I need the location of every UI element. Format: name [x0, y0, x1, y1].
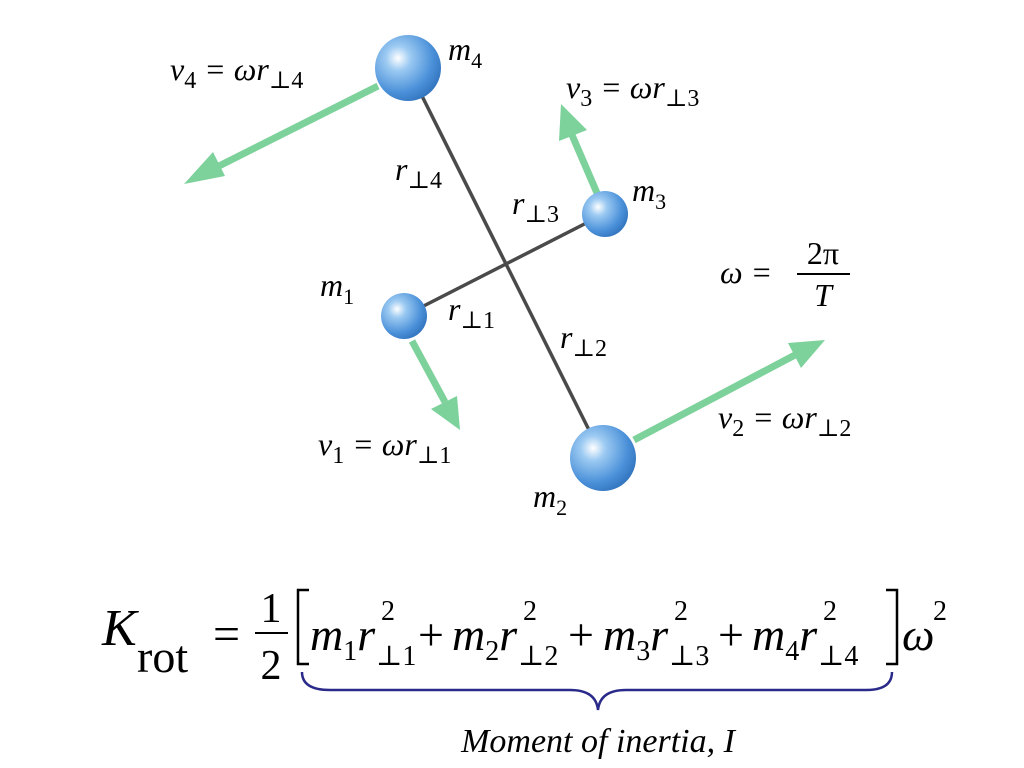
velocity-arrow-v2 — [632, 340, 825, 444]
label-r2: r⊥2 — [560, 319, 607, 362]
formula-equals: = — [213, 608, 240, 661]
formula-plus-3: + — [718, 609, 744, 660]
velocity-arrow-v3 — [559, 104, 601, 195]
mass-m4 — [375, 35, 441, 101]
formula-term-3-sub: ⊥3 — [669, 641, 709, 672]
formula-term-3: m3r — [603, 609, 669, 667]
eq-v1: v1 = ωr⊥1 — [318, 426, 451, 469]
formula-term-3-sup: 2 — [674, 596, 688, 627]
formula-plus-1: + — [418, 609, 444, 660]
eq-v2: v2 = ωr⊥2 — [718, 399, 851, 442]
moment-of-inertia-brace — [300, 671, 894, 711]
label-m4: m4 — [448, 31, 482, 73]
formula-K-sub: rot — [137, 631, 188, 682]
formula-term-2-sub: ⊥2 — [518, 641, 558, 672]
formula-left-bracket — [296, 588, 309, 666]
omega-numerator: 2π — [807, 235, 839, 271]
omega-denominator: T — [814, 277, 834, 313]
formula-term-2-sup: 2 — [523, 596, 537, 627]
eq-v3: v3 = ωr⊥3 — [566, 69, 699, 112]
kinetic-energy-formula: K rot = 1 2 m1r 2 ⊥1 + m2r 2 ⊥2 + m3r 2 … — [101, 586, 947, 689]
mass-m3 — [582, 191, 628, 237]
label-m2: m2 — [533, 478, 567, 520]
formula-term-2: m2r — [452, 609, 518, 667]
formula-term-1-sup: 2 — [381, 596, 395, 627]
formula-half-num: 1 — [261, 586, 282, 632]
formula-term-4-sup: 2 — [823, 596, 837, 627]
formula-K: K — [101, 600, 139, 657]
brace-label: Moment of inertia, I — [460, 723, 737, 760]
label-m1: m1 — [320, 267, 354, 309]
omega-lhs: ω = — [720, 254, 772, 290]
formula-term-4-sub: ⊥4 — [818, 641, 858, 672]
mass-m2 — [570, 425, 636, 491]
formula-term-1-sub: ⊥1 — [376, 641, 416, 672]
formula-term-4: m4r — [752, 609, 818, 667]
mass-m1 — [381, 293, 427, 339]
eq-v4: v4 = ωr⊥4 — [170, 51, 303, 94]
label-r3: r⊥3 — [512, 185, 559, 228]
label-r4: r⊥4 — [395, 151, 442, 194]
formula-omega: ω — [902, 609, 934, 660]
velocity-arrow-v4 — [184, 82, 380, 184]
velocity-arrow-v1 — [408, 339, 460, 430]
formula-term-1: m1r — [310, 609, 376, 667]
formula-half-den: 2 — [261, 643, 282, 689]
formula-right-bracket — [886, 588, 899, 666]
omega-definition: ω = 2π T — [720, 235, 850, 313]
formula-omega-sup: 2 — [933, 596, 947, 627]
rod-short — [403, 212, 605, 318]
label-r1: r⊥1 — [448, 291, 495, 334]
label-m3: m3 — [632, 172, 666, 214]
formula-plus-2: + — [568, 609, 594, 660]
